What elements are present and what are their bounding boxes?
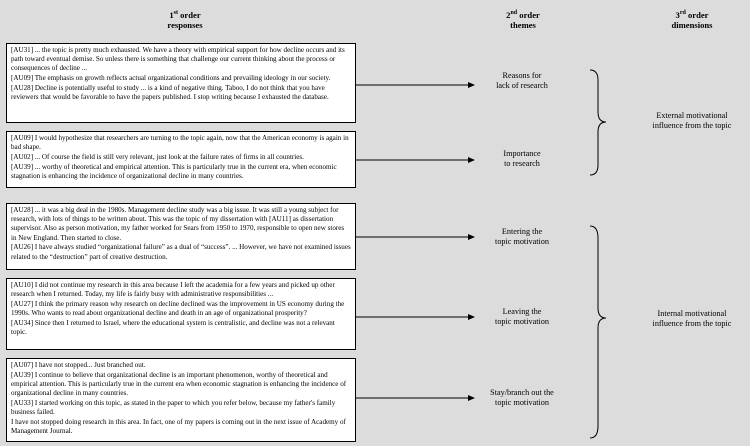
dimension-line: External motivational xyxy=(656,111,728,120)
header-second-line2: themes xyxy=(510,20,536,30)
dimension-external: External motivational influence from the… xyxy=(636,111,748,131)
theme-line: topic motivation xyxy=(495,398,549,407)
quote: [AU09] I would hypothesize that research… xyxy=(11,134,349,152)
theme-leaving: Leaving the topic motivation xyxy=(472,307,572,327)
header-third-line2: dimensions xyxy=(671,20,713,30)
header-first-word: order xyxy=(177,10,201,20)
header-third-order: 3rd order dimensions xyxy=(646,10,738,30)
header-third-sup: rd xyxy=(679,10,686,17)
quote: [AU28] Decline is potentially useful to … xyxy=(11,83,329,102)
dimension-internal: Internal motivational influence from the… xyxy=(636,309,748,329)
header-third-word: order xyxy=(685,10,709,20)
quote-box-entering: [AU28] ... it was a big deal in the 1980… xyxy=(6,203,356,270)
header-second-sup: nd xyxy=(510,10,518,17)
quote-box-leaving: [AU10] I did not continue my research in… xyxy=(6,278,356,350)
header-second-word: order xyxy=(517,10,540,20)
theme-line: topic motivation xyxy=(495,317,549,326)
quote-box-reasons: [AU31] ... the topic is pretty much exha… xyxy=(6,43,356,123)
quote: [AU39] I continue to believe that organi… xyxy=(11,370,347,398)
theme-line: Stay/branch out the xyxy=(490,388,554,397)
theme-line: Reasons for xyxy=(502,71,542,80)
header-first-order: 1st order responses xyxy=(130,10,240,30)
theme-entering: Entering the topic motivation xyxy=(472,227,572,247)
brace-internal xyxy=(589,225,607,439)
theme-stay: Stay/branch out the topic motivation xyxy=(472,388,572,408)
theme-line: Leaving the xyxy=(502,307,542,316)
quote: [AU33] I started working on this topic, … xyxy=(11,398,336,417)
brace-external xyxy=(589,69,607,176)
quote: [AU07] I have not stopped... Just branch… xyxy=(11,361,146,369)
dimension-line: Internal motivational xyxy=(657,309,727,318)
quote: [AU31] ... the topic is pretty much exha… xyxy=(11,46,345,73)
theme-line: Importance xyxy=(503,149,541,158)
header-second-num: 2 xyxy=(506,10,511,20)
theme-line: to research xyxy=(504,159,540,168)
quote-box-importance: [AU09] I would hypothesize that research… xyxy=(6,131,356,188)
dimension-line: influence from the topic xyxy=(652,319,732,328)
theme-line: Entering the xyxy=(501,227,543,236)
quote: [AU09] The emphasis on growth reflects a… xyxy=(11,74,331,83)
header-first-line2: responses xyxy=(167,20,203,30)
quote: [AU28] ... it was a big deal in the 1980… xyxy=(11,206,345,242)
header-first-num: 1 xyxy=(169,10,174,20)
theme-line: lack of research xyxy=(496,81,548,90)
header-first-sup: st xyxy=(173,10,178,17)
quote: [AU02] ... Of course the field is still … xyxy=(11,152,304,161)
theme-importance: Importance to research xyxy=(472,149,572,169)
theme-line: topic motivation xyxy=(495,237,549,246)
quote: [AU34] Since then I returned to Israel, … xyxy=(11,318,335,337)
theme-reasons: Reasons for lack of research xyxy=(472,71,572,91)
quote: I have not stopped doing research in thi… xyxy=(11,417,346,435)
quote: [AU10] I did not continue my research in… xyxy=(11,281,335,299)
header-third-num: 3 xyxy=(675,10,680,20)
quote: [AU26] I have always studied “organizati… xyxy=(11,243,351,261)
quote-box-stay: [AU07] I have not stopped... Just branch… xyxy=(6,358,356,442)
dimension-line: influence from the topic xyxy=(652,121,732,130)
header-second-order: 2nd order themes xyxy=(478,10,568,30)
quote: [AU39] ... worthy of theoretical and emp… xyxy=(11,162,337,180)
quote: [AU27] I think the primary reason why re… xyxy=(11,299,345,318)
